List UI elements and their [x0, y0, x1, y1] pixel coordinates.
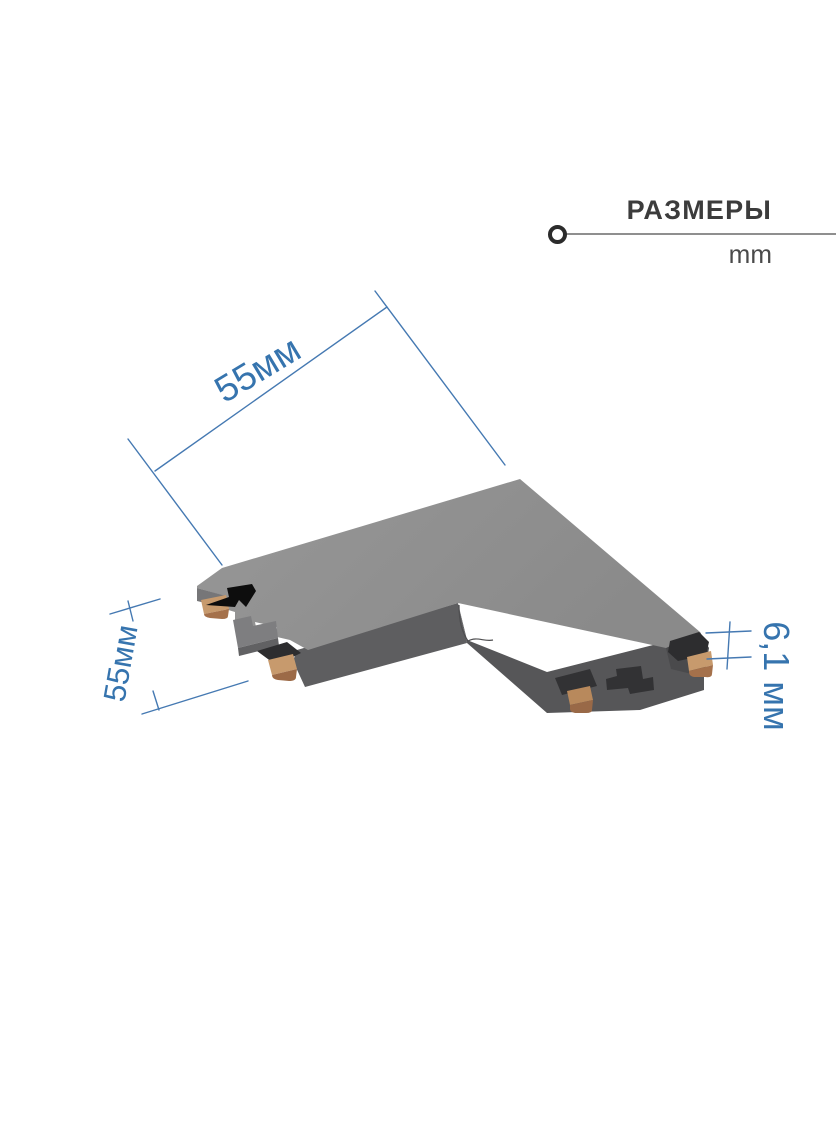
extension-line	[127, 438, 223, 566]
extension-line	[705, 630, 752, 634]
clip-right-tip	[668, 632, 709, 661]
connector-notch-step	[233, 616, 278, 648]
unit-label: mm	[728, 239, 772, 269]
copper-pad-4-top	[687, 651, 713, 671]
extension-line	[141, 680, 249, 715]
dimension-line	[726, 621, 731, 670]
extension-line	[109, 598, 161, 615]
corner-connector-3d	[197, 479, 713, 713]
dimension-line	[154, 306, 388, 472]
connector-top-face	[197, 479, 700, 650]
copper-pad-2-front	[272, 669, 297, 681]
copper-pad-2-top	[268, 654, 297, 675]
dim-label-thickness: 6,1 мм	[756, 621, 797, 731]
extension-line	[706, 656, 752, 660]
header-rule	[566, 233, 836, 235]
dimension-line-stub	[127, 600, 134, 622]
connector-seam	[458, 604, 494, 642]
extension-line	[374, 290, 506, 466]
clip-bottom-2-zigzag	[606, 666, 654, 694]
dim-label-left: 55мм	[97, 622, 145, 704]
copper-pad-3-front	[570, 700, 593, 713]
copper-pad-4-front	[689, 665, 713, 678]
copper-pad-3-top	[567, 686, 593, 705]
page-title: РАЗМЕРЫ	[626, 195, 772, 225]
dimension-line-stub	[152, 690, 160, 711]
ring-bullet-icon	[548, 225, 567, 244]
dimension-thickness: 6,1 мм	[705, 621, 797, 731]
connector-left-side-face	[293, 603, 467, 687]
direction-arrow-icon	[206, 584, 256, 607]
copper-pad-1-front	[204, 609, 229, 619]
connector-notch-step-front	[238, 638, 279, 656]
clip-left	[257, 642, 301, 665]
